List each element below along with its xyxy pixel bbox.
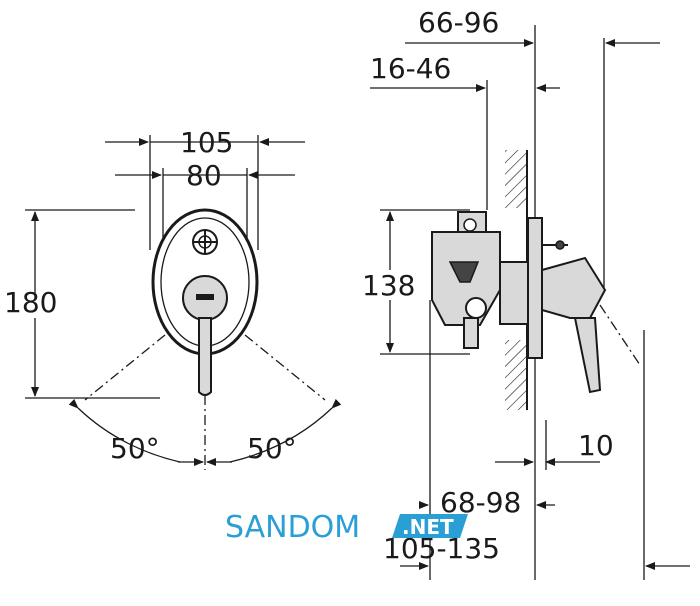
angle-left-label: 50° — [110, 432, 160, 465]
dim-top-1-label: 66-96 — [418, 6, 499, 39]
front-view: 105 80 180 — [4, 126, 342, 470]
dim-height-label: 180 — [4, 286, 57, 319]
dim-80 — [115, 168, 295, 250]
dim-180 — [25, 209, 160, 399]
wall-hatch-lower — [505, 340, 527, 410]
angle-right-label: 50° — [247, 432, 297, 465]
diverter-knob — [192, 229, 218, 255]
dim-side-height-label: 138 — [362, 269, 415, 302]
dim-top-2-label: 16-46 — [370, 52, 451, 85]
dim-offset-label: 10 — [578, 429, 614, 462]
dim-105 — [105, 135, 305, 250]
watermark-text: SANDOM — [225, 510, 360, 545]
handle-side — [541, 256, 607, 394]
dim-width-outer-label: 105 — [180, 126, 233, 159]
side-view: 66-96 16-46 138 — [362, 6, 690, 580]
lever-handle — [198, 317, 212, 396]
brand-logo-mark — [196, 294, 214, 300]
dim-width-inner-label: 80 — [186, 159, 222, 192]
watermark-badge — [392, 514, 468, 538]
wall-hatch-upper — [505, 150, 527, 208]
watermark-badge-text: .NET — [402, 515, 454, 539]
dim-bottom-1-label: 68-98 — [440, 486, 521, 519]
angle-guides — [68, 334, 342, 470]
watermark: SANDOM .NET — [225, 510, 468, 545]
valve-body — [431, 211, 568, 359]
